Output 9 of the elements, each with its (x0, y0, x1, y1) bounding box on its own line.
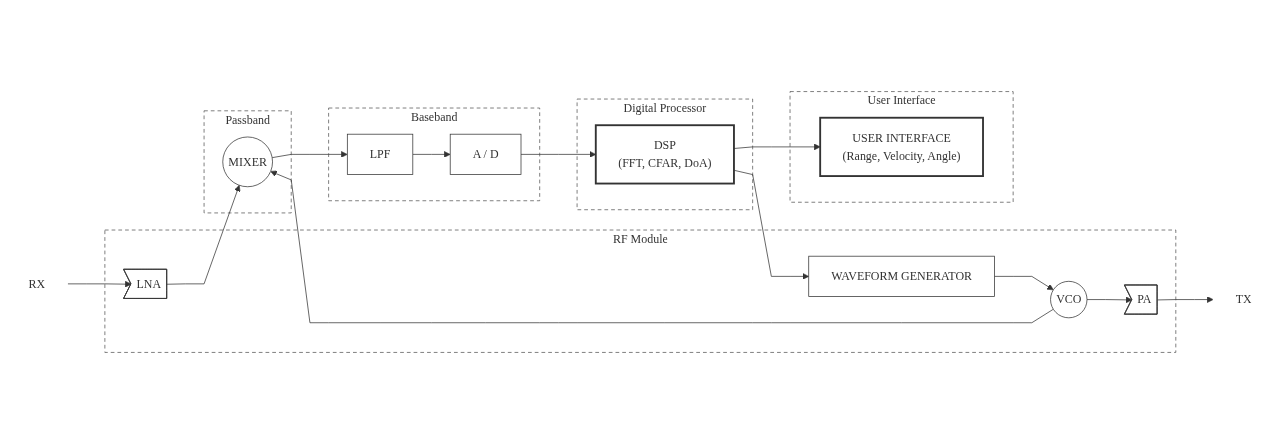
node-box: USER INTERFACE (Range, Velocity, Angle) (819, 116, 984, 177)
node-box: LPF (346, 133, 414, 175)
node-text: RX (28, 277, 46, 290)
node-box: WAVEFORM GENERATOR (808, 255, 995, 297)
node-circle: MIXER (222, 136, 273, 188)
node-box: A / D (449, 133, 522, 175)
node-box: DSP (FFT, CFAR, DoA) (594, 124, 735, 185)
node-circle: VCO (1050, 280, 1088, 319)
node-text: TX (1235, 292, 1252, 306)
